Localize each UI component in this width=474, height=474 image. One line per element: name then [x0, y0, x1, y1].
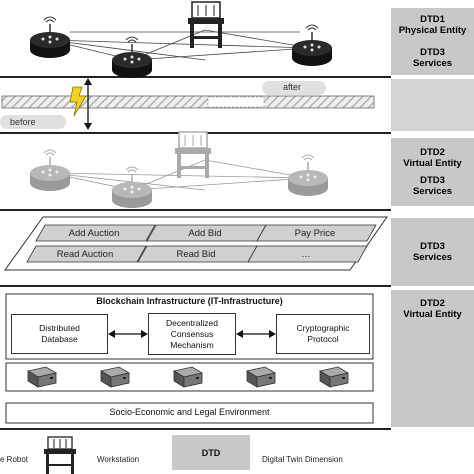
more-services-button[interactable]: … [250, 246, 362, 262]
module-label: Mechanism [170, 339, 214, 350]
robot-icon [29, 16, 71, 59]
dtd3-label: DTD3 [420, 47, 445, 58]
dtd3-services-panel: DTD3 Services [391, 218, 474, 286]
dtd2-label: DTD2 [420, 147, 445, 158]
separator-line [0, 209, 391, 211]
robot-icon [291, 24, 333, 67]
environment-label: Socio-Economic and Legal Environment [109, 407, 270, 417]
module-label: Distributed [39, 323, 80, 333]
add-auction-label: Add Auction [68, 227, 120, 239]
dtd2-virtual-panel: DTD2 Virtual Entity DTD3 Services [391, 138, 474, 206]
services-label: Services [412, 186, 453, 197]
module-label: Protocol [307, 334, 339, 344]
read-auction-label: Read Auction [56, 248, 114, 260]
workstation-icon [188, 1, 224, 48]
after-label: after [283, 82, 302, 92]
separator-line [0, 76, 391, 78]
dtd3-label: DTD3 [420, 175, 445, 186]
transition-segment [207, 96, 265, 108]
physical-entity-label: Physical Entity [398, 24, 467, 36]
services-label: Services [412, 252, 453, 263]
legend-robot-label: e Robot [0, 455, 29, 464]
bidirectional-arrow [108, 330, 148, 338]
legend-dtd-swatch [172, 435, 250, 470]
module-label: Decentralized [166, 317, 218, 328]
after-marker [262, 81, 326, 95]
up-down-arrow [84, 78, 92, 130]
add-bid-label: Add Bid [188, 227, 222, 239]
service-button-shape [26, 245, 147, 263]
workstation-icon [44, 436, 76, 474]
add-bid-button[interactable]: Add Bid [149, 225, 261, 241]
module-label: Cryptographic [296, 323, 350, 333]
read-bid-button[interactable]: Read Bid [140, 246, 252, 262]
more-services-label: … [301, 248, 311, 260]
virtual-entity-label: Virtual Entity [403, 309, 462, 320]
dtd1-label: DTD1 [420, 13, 445, 25]
pay-price-button[interactable]: Pay Price [259, 225, 371, 241]
read-auction-button[interactable]: Read Auction [29, 246, 141, 262]
environment-frame [5, 402, 374, 424]
workstation-icon [175, 131, 211, 178]
dtd3-top-panel: DTD3 Services [391, 41, 474, 75]
consensus-mechanism-module: Decentralized Consensus Mechanism [148, 313, 236, 355]
physical-network-links [49, 29, 311, 61]
distributed-database-module: Distributed Database [11, 314, 108, 354]
lightning-icon [69, 86, 87, 117]
robot-icon [287, 154, 329, 197]
read-bid-label: Read Bid [176, 248, 216, 260]
module-label: Database [41, 334, 78, 344]
robot-icon [29, 149, 71, 192]
services-label: Services [412, 58, 453, 69]
timeline-bar [1, 95, 375, 109]
before-marker [0, 115, 66, 129]
dtd3-label: DTD3 [420, 241, 445, 252]
dtd2-infra-panel: DTD2 Virtual Entity [391, 290, 474, 427]
pay-price-label: Pay Price [294, 227, 336, 239]
timeline-panel [391, 79, 474, 131]
before-label: before [10, 117, 36, 127]
separator-line [0, 285, 391, 287]
robot-icon [111, 166, 153, 209]
service-button-shape [256, 224, 377, 242]
legend-workstation-label: Workstation [97, 455, 140, 464]
service-button-shape [247, 245, 368, 263]
separator-line [0, 428, 391, 430]
service-button-shape [35, 224, 156, 242]
dtd1-physical-panel: DTD1 Physical Entity [391, 8, 474, 41]
virtual-entity-label: Virtual Entity [403, 158, 462, 169]
cryptographic-protocol-module: Cryptographic Protocol [276, 314, 370, 354]
module-label: Consensus [170, 328, 214, 339]
bidirectional-arrow [236, 330, 276, 338]
dtd2-label: DTD2 [420, 298, 445, 309]
add-auction-button[interactable]: Add Auction [38, 225, 150, 241]
blockchain-title: Blockchain Infrastructure (IT-Infrastruc… [96, 296, 283, 306]
legend-dtd-description: Digital Twin Dimension [262, 455, 343, 464]
legend-dtd-label: DTD [201, 447, 221, 458]
